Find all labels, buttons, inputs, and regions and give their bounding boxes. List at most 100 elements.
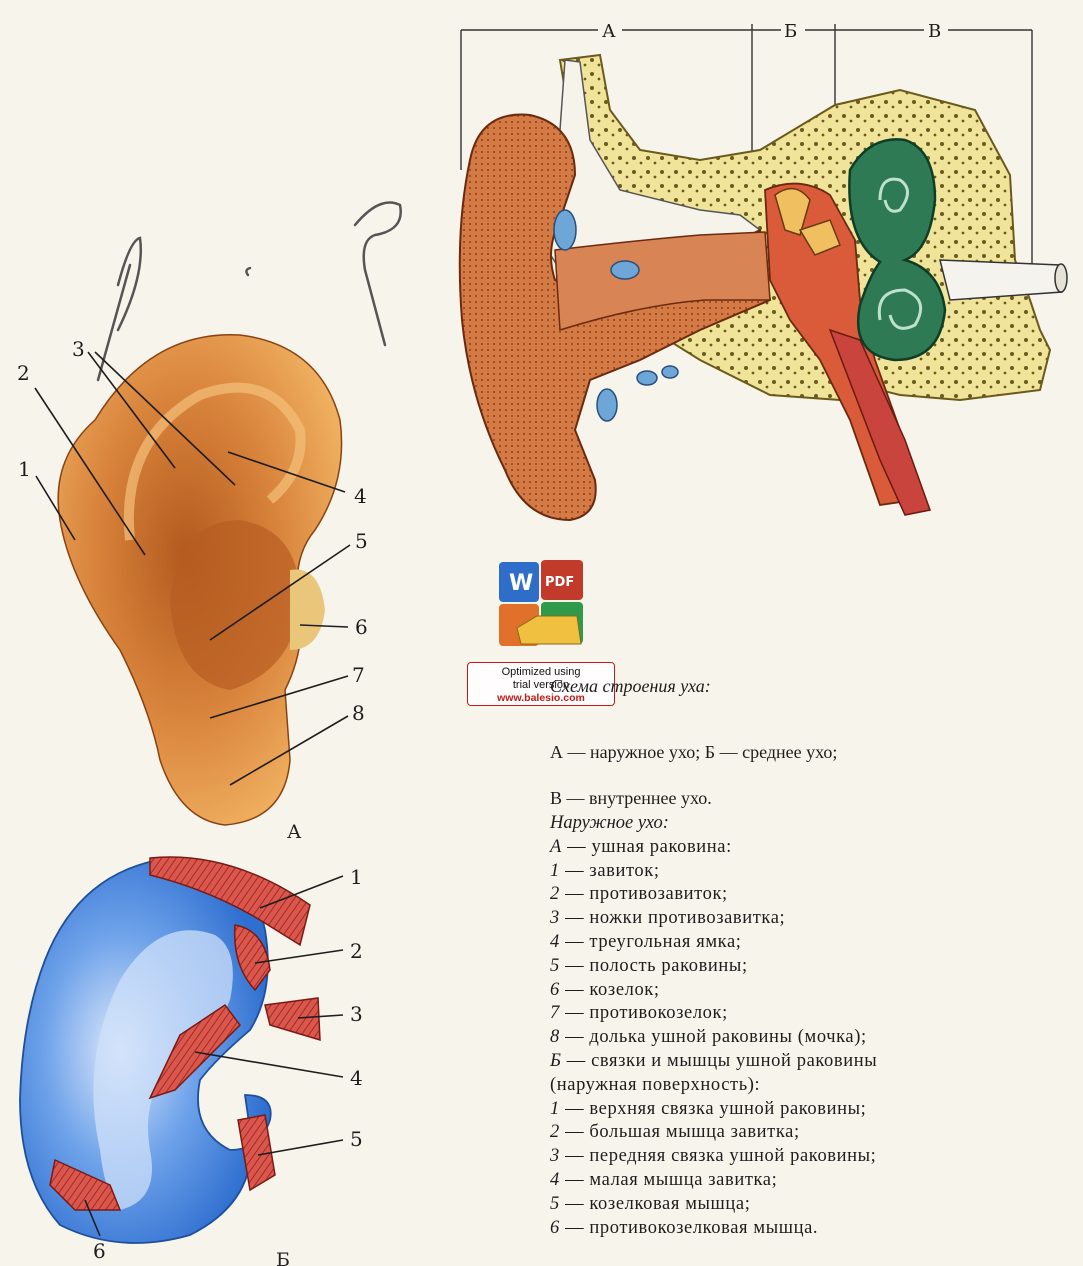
panel-label-a: А <box>287 821 302 843</box>
svg-text:PDF: PDF <box>545 575 574 590</box>
auditory-tube <box>828 328 931 516</box>
label-a-1: 1 <box>18 457 31 481</box>
legend-key: 6 <box>550 1217 560 1238</box>
label-a-6: 6 <box>355 615 368 639</box>
legend-text: — долька ушной раковины (мочка); <box>559 1027 867 1048</box>
legend-item: 8 — долька ушной раковины (мочка); <box>550 1026 1030 1050</box>
legend-text: — противокозелок; <box>559 1003 728 1024</box>
label-b-5: 5 <box>350 1127 363 1151</box>
label-a-2: 2 <box>17 361 30 385</box>
legend-title: Наружное ухо: <box>550 813 669 833</box>
legend-item: А — ушная раковина: <box>550 836 1030 860</box>
label-a-4: 4 <box>354 484 367 508</box>
section-label-outer: А <box>602 21 616 42</box>
legend-key: 1 <box>550 860 560 881</box>
antihelix-ridge <box>123 382 306 541</box>
legend-key: 2 <box>550 884 560 905</box>
caption-line-1: А — наружное ухо; Б — среднее ухо; <box>550 742 838 762</box>
legend-item: 1 — завиток; <box>550 860 1030 884</box>
legend-text: — связки и мышцы ушной раковины <box>561 1050 878 1071</box>
watermark-line-2: trial version <box>512 679 570 691</box>
watermark-line-1: Optimized using <box>501 666 581 678</box>
muscles <box>49 856 321 1211</box>
concha <box>170 520 300 690</box>
legend-item: 4 — малая мышца завитка; <box>550 1169 1030 1193</box>
section-label-inner: В <box>928 21 941 42</box>
ear-structure-diagram: А Б В <box>458 20 1068 522</box>
legend-text: — большая мышца завитка; <box>559 1122 800 1143</box>
legend-text: — противозавиток; <box>559 884 728 905</box>
section-label-middle: Б <box>784 21 797 42</box>
legend-key: Б <box>550 1050 562 1071</box>
legend-key: 8 <box>550 1027 560 1048</box>
tragus <box>290 569 325 650</box>
watermark-url: www.balesio.com <box>497 692 585 704</box>
legend-text: — верхняя связка ушной раковины; <box>559 1098 867 1119</box>
file-formats-icon: W PDF <box>499 560 583 646</box>
legend-key: 3 <box>550 908 560 929</box>
panel-label-b: Б <box>276 1249 290 1266</box>
label-b-3: 3 <box>350 1002 363 1026</box>
legend-key: 4 <box>550 931 560 952</box>
svg-text:W: W <box>509 571 533 596</box>
legend-text: — противокозелковая мышца. <box>559 1217 819 1238</box>
legend-item: Б — связки и мышцы ушной раковины <box>550 1050 1030 1074</box>
label-a-3: 3 <box>72 337 85 361</box>
legend-item: 2 — противозавиток; <box>550 883 1030 907</box>
leader-lines-b <box>84 875 344 1237</box>
label-a-7: 7 <box>352 663 365 687</box>
legend-item: 7 — противокозелок; <box>550 1002 1030 1026</box>
legend-item: 4 — треугольная ямка; <box>550 931 1030 955</box>
legend-text: (наружная поверхность): <box>550 1074 761 1095</box>
caption-title: Схема строения уха: <box>550 676 711 696</box>
legend-text: — малая мышца завитка; <box>559 1169 778 1190</box>
legend-item: 6 — противокозелковая мышца. <box>550 1217 1030 1241</box>
legend-text: — козелковая мышца; <box>559 1193 751 1214</box>
legend-text: — полость раковины; <box>559 955 748 976</box>
legend-text: — треугольная ямка; <box>559 931 742 952</box>
label-b-6: 6 <box>93 1239 106 1263</box>
legend-key: А <box>550 836 562 857</box>
auditory-nerve <box>939 259 1063 301</box>
label-a-5: 5 <box>355 529 368 553</box>
legend-text: — козелок; <box>559 979 660 1000</box>
cartilage-spots <box>553 209 679 422</box>
legend-item: 5 — козелковая мышца; <box>550 1193 1030 1217</box>
ossicles <box>774 187 841 256</box>
legend-key: 5 <box>550 1193 560 1214</box>
auricle-figure-a: 1 2 3 4 5 6 7 8 А <box>17 334 368 843</box>
legend-key: 4 <box>550 1169 560 1190</box>
legend-text: — ушная раковина: <box>561 836 732 857</box>
legend-key: 3 <box>550 1146 560 1167</box>
legend-key: 6 <box>550 979 560 1000</box>
diagram-caption: Схема строения уха: А — наружное ухо; Б … <box>550 652 1020 833</box>
legend-key: 7 <box>550 1003 560 1024</box>
legend-item: 2 — большая мышца завитка; <box>550 1121 1030 1145</box>
legend-item: 3 — передняя связка ушной раковины; <box>550 1145 1030 1169</box>
external-ear-canal <box>554 231 771 332</box>
legend-item: 3 — ножки противозавитка; <box>550 907 1030 931</box>
label-b-4: 4 <box>350 1066 363 1090</box>
auricle-section <box>458 113 772 522</box>
legend-rows: А — ушная раковина:1 — завиток;2 — проти… <box>550 836 1030 1241</box>
muscles-figure-b: 1 2 3 4 5 6 Б <box>19 856 363 1266</box>
legend-item: 1 — верхняя связка ушной раковины; <box>550 1098 1030 1122</box>
legend-key: 5 <box>550 955 560 976</box>
label-b-2: 2 <box>350 939 363 963</box>
cochlea <box>877 177 923 330</box>
legend-key: 1 <box>550 1098 560 1119</box>
legend-text: — завиток; <box>559 860 660 881</box>
legend-item: 5 — полость раковины; <box>550 955 1030 979</box>
legend-key: 2 <box>550 1122 560 1143</box>
label-b-1: 1 <box>350 865 363 889</box>
legend-text: — передняя связка ушной раковины; <box>559 1146 877 1167</box>
caption-line-2: В — внутреннее ухо. <box>550 788 712 808</box>
legend-item: 6 — козелок; <box>550 979 1030 1003</box>
legend: Наружное ухо: А — ушная раковина:1 — зав… <box>550 812 1030 1240</box>
watermark-badge: Optimized using trial version www.balesi… <box>467 662 615 706</box>
leader-lines-a <box>34 351 351 786</box>
legend-text: — ножки противозавитка; <box>559 908 786 929</box>
label-a-8: 8 <box>352 701 365 725</box>
legend-item: (наружная поверхность): <box>550 1074 1030 1098</box>
